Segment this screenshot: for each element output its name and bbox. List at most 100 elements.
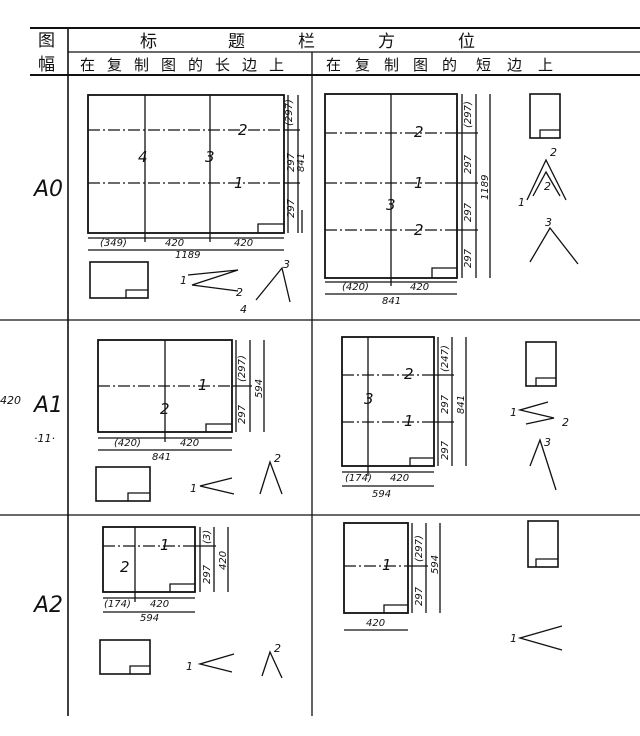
fold-sequence-sketch [255,266,291,303]
fold-sequence-sketch [199,477,235,495]
fold-label: 2 [404,365,414,383]
seq-label: 2 [550,146,557,159]
title-block [257,223,284,233]
dim-label: 297 [286,198,297,218]
dim-label: 594 [372,489,391,500]
dim-label: 420 [366,618,385,629]
header-col1-bottom: 幅 [38,55,55,75]
fold-label: 3 [205,148,215,166]
fold-label: 2 [160,400,170,418]
dim-label: 841 [382,296,401,307]
sub-short-5: 的 [442,56,457,74]
seq-label: 2 [274,642,281,655]
sub-short-8: 上 [538,56,553,74]
dim-label: 420 [180,438,199,449]
a2-short-sheet [343,522,409,614]
seq-label: 3 [283,258,290,271]
fold-sequence-sketch [517,625,563,651]
dim-label: (297) [414,535,425,562]
dim-label: (247) [440,345,451,372]
dim-label: 297 [463,154,474,174]
fold-sequence-sketch [529,438,557,491]
fold-sequence-sketch [187,269,239,292]
dim-label: (297) [463,101,474,128]
row-label-a2: A2 [32,593,63,618]
dim-label: (174) [345,473,372,484]
seq-label: 2 [562,416,569,429]
sub-short-7: 边 [507,56,522,74]
dim-label: (174) [104,599,131,610]
dim-label: 297 [463,248,474,268]
fold-label: 3 [386,196,396,214]
title-char-2: 题 [228,32,245,52]
dim-label: 1189 [480,175,491,200]
fold-sequence-sketch [197,653,235,673]
row-label-a0: A0 [32,177,63,202]
a2-short-folded [527,520,559,568]
a2-short-diagram [343,520,563,651]
sub-short-2: 复 [355,56,370,74]
a1-short-sheet [341,336,435,467]
dim-label: (349) [100,238,127,249]
fold-label: 4 [138,148,148,166]
fold-label: 2 [120,558,130,576]
seq-label: 2 [544,180,551,193]
dim-label: 297 [286,152,297,172]
sub-short-4: 图 [413,56,428,74]
fold-label: 3 [364,390,374,408]
sub-long-2: 复 [107,56,122,74]
a0-short-diagram [324,93,579,295]
dim-label: 1189 [175,250,200,261]
fold-label: 1 [198,376,208,394]
seq-label: 1 [518,196,525,209]
fold-label: 1 [404,412,414,430]
dim-label: 420 [218,551,229,570]
dim-label: 594 [254,379,265,398]
seq-label: 4 [240,303,247,316]
dim-label: 297 [440,440,451,460]
a0-short-folded [529,93,561,139]
fold-label: 1 [160,536,170,554]
a2-long-diagram [99,526,283,679]
fold-label: 2 [414,123,424,141]
fold-sequence-sketch [259,459,283,495]
fold-sequence-sketch [261,650,283,679]
seq-label: 1 [510,632,517,645]
a1-long-diagram [95,339,283,502]
sub-long-1: 在 [80,56,95,74]
seq-label: 3 [544,436,551,449]
sub-long-6: 长 [215,56,230,74]
a0-long-folded [89,261,149,299]
seq-label: 2 [236,286,243,299]
dim-label: 420 [165,238,184,249]
dim-label: 594 [140,613,159,624]
fold-sequence-sketch [526,158,567,201]
sub-short-6: 短 [476,56,491,74]
seq-label: 1 [180,274,187,287]
dim-label: 594 [430,555,441,574]
sub-long-3: 制 [134,56,149,74]
a2-long-sheet [102,526,196,593]
fold-label: 2 [238,121,248,139]
fold-label: 1 [414,174,424,192]
a1-short-folded [525,341,557,387]
dim-label: (420) [342,282,369,293]
seq-label: 3 [545,216,552,229]
margin-note-420: 420 [0,394,21,407]
sub-short-1: 在 [326,56,341,74]
title-char-1: 标 [140,32,157,52]
a2-long-folded [99,639,151,675]
a1-long-folded [95,466,151,502]
fold-sequence-sketch [532,170,561,197]
dim-label: 297 [463,202,474,222]
dim-label: 420 [234,238,253,249]
fold-label: 1 [382,556,392,574]
title-char-5: 位 [458,32,475,52]
title-char-3: 栏 [298,32,315,52]
sub-long-4: 图 [161,56,176,74]
row-label-a1: A1 [32,393,63,418]
sub-long-5: 的 [188,56,203,74]
dim-label: 841 [152,452,171,463]
dim-label: 420 [410,282,429,293]
